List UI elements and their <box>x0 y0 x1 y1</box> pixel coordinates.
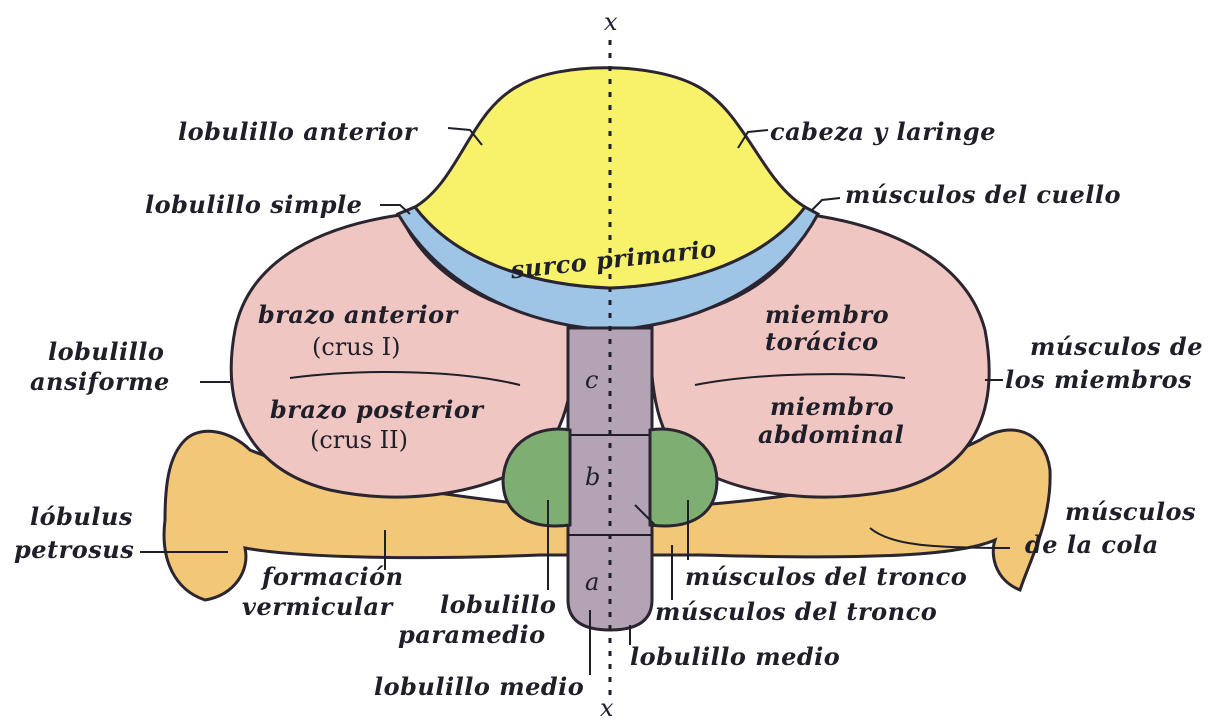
musculos-del-tronco-label-a: músculos del tronco <box>685 562 967 591</box>
vermis-b-label: b <box>585 463 600 491</box>
musculos-miembros-label-1: músculos de <box>1030 332 1203 361</box>
axis-label-bottom: x <box>600 694 614 720</box>
lobulillo-paramedio-right <box>648 427 719 528</box>
lobulus-petrosus-label-1: lóbulus <box>30 502 133 531</box>
miembro-abdominal-label-1: miembro <box>770 392 894 421</box>
lobulillo-paramedio-label-2: paramedio <box>398 620 546 649</box>
formacion-vermicular-label-2: vermicular <box>242 592 395 621</box>
musculos-del-tronco-label-b: músculos del tronco <box>655 597 937 626</box>
lobulillo-paramedio-label-1: lobulillo <box>440 590 556 619</box>
lobulus-petrosus-label-2: petrosus <box>14 535 134 564</box>
crus-i-label: (crus I) <box>312 333 401 361</box>
lobulillo-medio-label-a: lobulillo medio <box>630 642 840 671</box>
vermis-c-label: c <box>585 366 598 394</box>
musculos-miembros-label-2: los miembros <box>1005 365 1192 394</box>
crus-ii-label: (crus II) <box>310 426 408 454</box>
musculos-cola-label-2: de la cola <box>1025 530 1159 559</box>
lobulillo-simple-label: lobulillo simple <box>145 190 362 219</box>
formacion-vermicular-label-1: formación <box>260 562 404 591</box>
musculos-cola-label-1: músculos <box>1065 497 1196 526</box>
lobulillo-medio-label-b: lobulillo medio <box>374 672 584 701</box>
lobulillo-ansiforme-label-2: ansiforme <box>30 367 170 396</box>
lobulillo-ansiforme-label-1: lobulillo <box>48 337 164 366</box>
axis-label-top: x <box>604 8 618 36</box>
lobulillo-anterior-region <box>412 66 808 290</box>
lobulillo-anterior-label: lobulillo anterior <box>178 117 419 146</box>
miembro-toracico-label-1: miembro <box>765 300 889 329</box>
vermis-column <box>566 326 654 632</box>
miembro-toracico-label-2: torácico <box>765 327 879 356</box>
miembro-abdominal-label-2: abdominal <box>758 420 904 449</box>
brazo-posterior-label: brazo posterior <box>270 395 485 424</box>
lobulillo-paramedio-left <box>501 427 572 528</box>
brazo-anterior-label: brazo anterior <box>258 300 460 329</box>
musculos-del-cuello-label: músculos del cuello <box>845 180 1121 209</box>
cabeza-y-laringe-label: cabeza y laringe <box>770 117 996 146</box>
vermis-a-label: a <box>585 568 599 596</box>
